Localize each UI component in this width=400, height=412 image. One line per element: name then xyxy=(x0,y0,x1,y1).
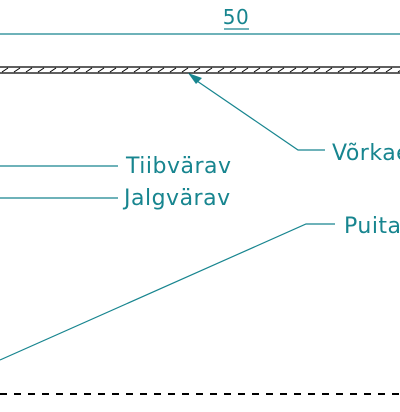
hatch-mark xyxy=(181,67,189,73)
hatch-mark xyxy=(265,67,273,73)
mesh-fence-symbol xyxy=(0,66,400,74)
hatch-mark xyxy=(1,67,9,73)
hatch-mark xyxy=(289,67,297,73)
hatch-mark xyxy=(397,70,400,73)
hatch-mark xyxy=(361,67,369,73)
hatch-mark xyxy=(229,67,237,73)
foot-gate-callout: Jalgvärav xyxy=(0,186,231,211)
hatch-mark xyxy=(301,67,309,73)
hatch-mark xyxy=(37,67,45,73)
mesh-fence-hatching xyxy=(1,67,400,73)
hatch-mark xyxy=(253,67,261,73)
dimension-annotation: 50 xyxy=(0,5,400,35)
wooden-fence-leader xyxy=(0,223,335,361)
hatch-mark xyxy=(85,67,93,73)
dimension-value: 50 xyxy=(223,5,249,29)
mesh-fence-callout: Võrkae xyxy=(188,73,400,166)
hatch-mark xyxy=(373,67,381,73)
hatch-mark xyxy=(97,67,105,73)
hatch-mark xyxy=(217,67,225,73)
wing-gate-label: Tiibvärav xyxy=(125,154,232,179)
wing-gate-callout: Tiibvärav xyxy=(0,154,232,179)
hatch-mark xyxy=(13,67,21,73)
hatch-mark xyxy=(61,67,69,73)
hatch-mark xyxy=(25,67,33,73)
hatch-mark xyxy=(193,67,201,73)
hatch-mark xyxy=(325,67,333,73)
hatch-mark xyxy=(157,67,165,73)
arrowhead-icon xyxy=(188,73,202,84)
hatch-mark xyxy=(349,67,357,73)
hatch-mark xyxy=(169,67,177,73)
hatch-mark xyxy=(277,67,285,73)
hatch-mark xyxy=(109,67,117,73)
foot-gate-label: Jalgvärav xyxy=(122,186,231,211)
hatch-mark xyxy=(121,67,129,73)
hatch-mark xyxy=(313,67,321,73)
mesh-fence-label: Võrkae xyxy=(332,141,400,166)
hatch-mark xyxy=(241,67,249,73)
hatch-mark xyxy=(73,67,81,73)
hatch-mark xyxy=(337,67,345,73)
wooden-fence-label: Puitae xyxy=(344,214,400,239)
hatch-mark xyxy=(49,67,57,73)
hatch-mark xyxy=(205,67,213,73)
hatch-mark xyxy=(385,67,393,73)
mesh-fence-leader xyxy=(196,80,325,151)
wooden-fence-callout: Puitae xyxy=(0,214,400,361)
hatch-mark xyxy=(145,67,153,73)
hatch-mark xyxy=(133,67,141,73)
